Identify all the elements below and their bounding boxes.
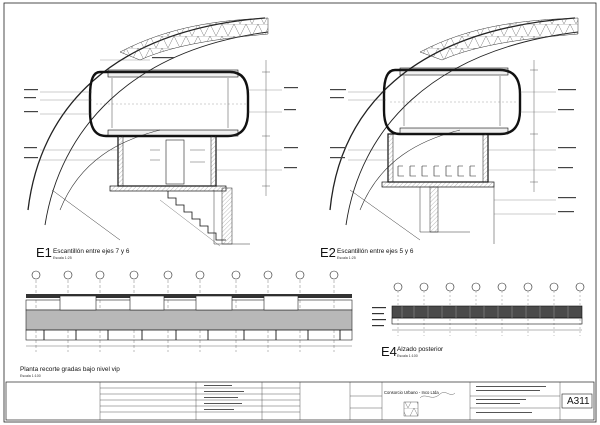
e1-title: Escantillón entre ejes 7 y 6 — [53, 248, 130, 255]
section-e2-drawing — [329, 17, 579, 244]
elevation-e4-drawing — [372, 282, 585, 336]
sheet-number: A311 — [567, 396, 590, 407]
title-block-company: Consorcio Urbano - Inco Ltda — [384, 390, 439, 395]
e2-scale: Escala 1:25 — [337, 256, 356, 260]
title-block — [5, 381, 595, 421]
e4-title: Alzado posterior — [397, 346, 444, 353]
plan-scale: Escala 1:100 — [20, 374, 41, 378]
e4-code: E4 — [381, 344, 397, 359]
e1-code: E1 — [36, 245, 52, 260]
sheet-border — [3, 2, 597, 423]
e2-title: Escantillón entre ejes 5 y 6 — [337, 248, 414, 255]
e1-scale: Escala 1:25 — [53, 256, 72, 260]
plan-title: Planta recorte gradas bajo nivel vip — [20, 366, 120, 373]
e4-scale: Escala 1:100 — [397, 354, 418, 358]
section-e1-drawing — [24, 17, 298, 247]
plan-view-drawing — [25, 270, 353, 352]
e2-code: E2 — [320, 245, 336, 260]
